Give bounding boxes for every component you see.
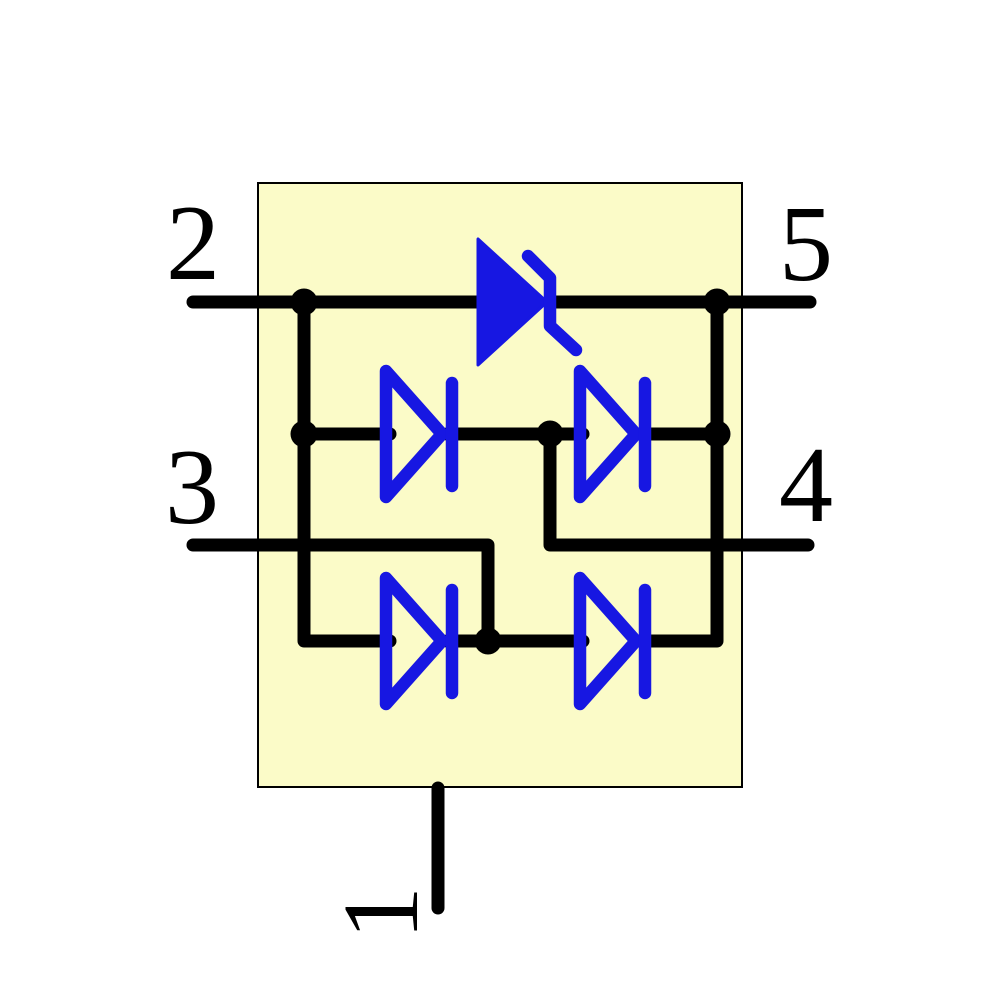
pin-label-4: 4	[779, 426, 833, 545]
junction-dot-middle-center	[536, 420, 564, 448]
junction-dot-middle-left	[290, 420, 318, 448]
diode-triangle	[573, 364, 643, 504]
diode-bottom-right	[573, 571, 652, 711]
junction-dot-top-left	[290, 288, 318, 316]
junction-dot-middle-right	[703, 420, 731, 448]
diode-triangle	[573, 571, 643, 711]
wire-left-rail	[297, 295, 397, 648]
tvs-anode-triangle	[476, 237, 549, 367]
diode-middle-right	[573, 364, 652, 504]
wire-pin3-lead	[186, 538, 495, 644]
junction-dot-bottom	[474, 627, 502, 655]
tvs-zener-diode	[476, 237, 583, 367]
pin-label-5: 5	[779, 185, 833, 304]
wire-right-rail	[637, 295, 724, 648]
pin-label-1: 1	[322, 886, 441, 940]
junction-dot-top-right	[703, 288, 731, 316]
tvs-cathode-bar	[521, 249, 583, 357]
pin-label-2: 2	[166, 184, 220, 303]
junction-dots	[290, 288, 731, 655]
pin-labels: 2 5 3 4 1	[165, 184, 833, 940]
diode-triangle	[379, 571, 449, 711]
diode-triangle	[379, 364, 449, 504]
pin-label-3: 3	[165, 428, 219, 547]
diode-bottom-left	[379, 571, 459, 711]
diode-middle-left	[379, 364, 459, 504]
wire-pin4-lead	[543, 431, 815, 552]
